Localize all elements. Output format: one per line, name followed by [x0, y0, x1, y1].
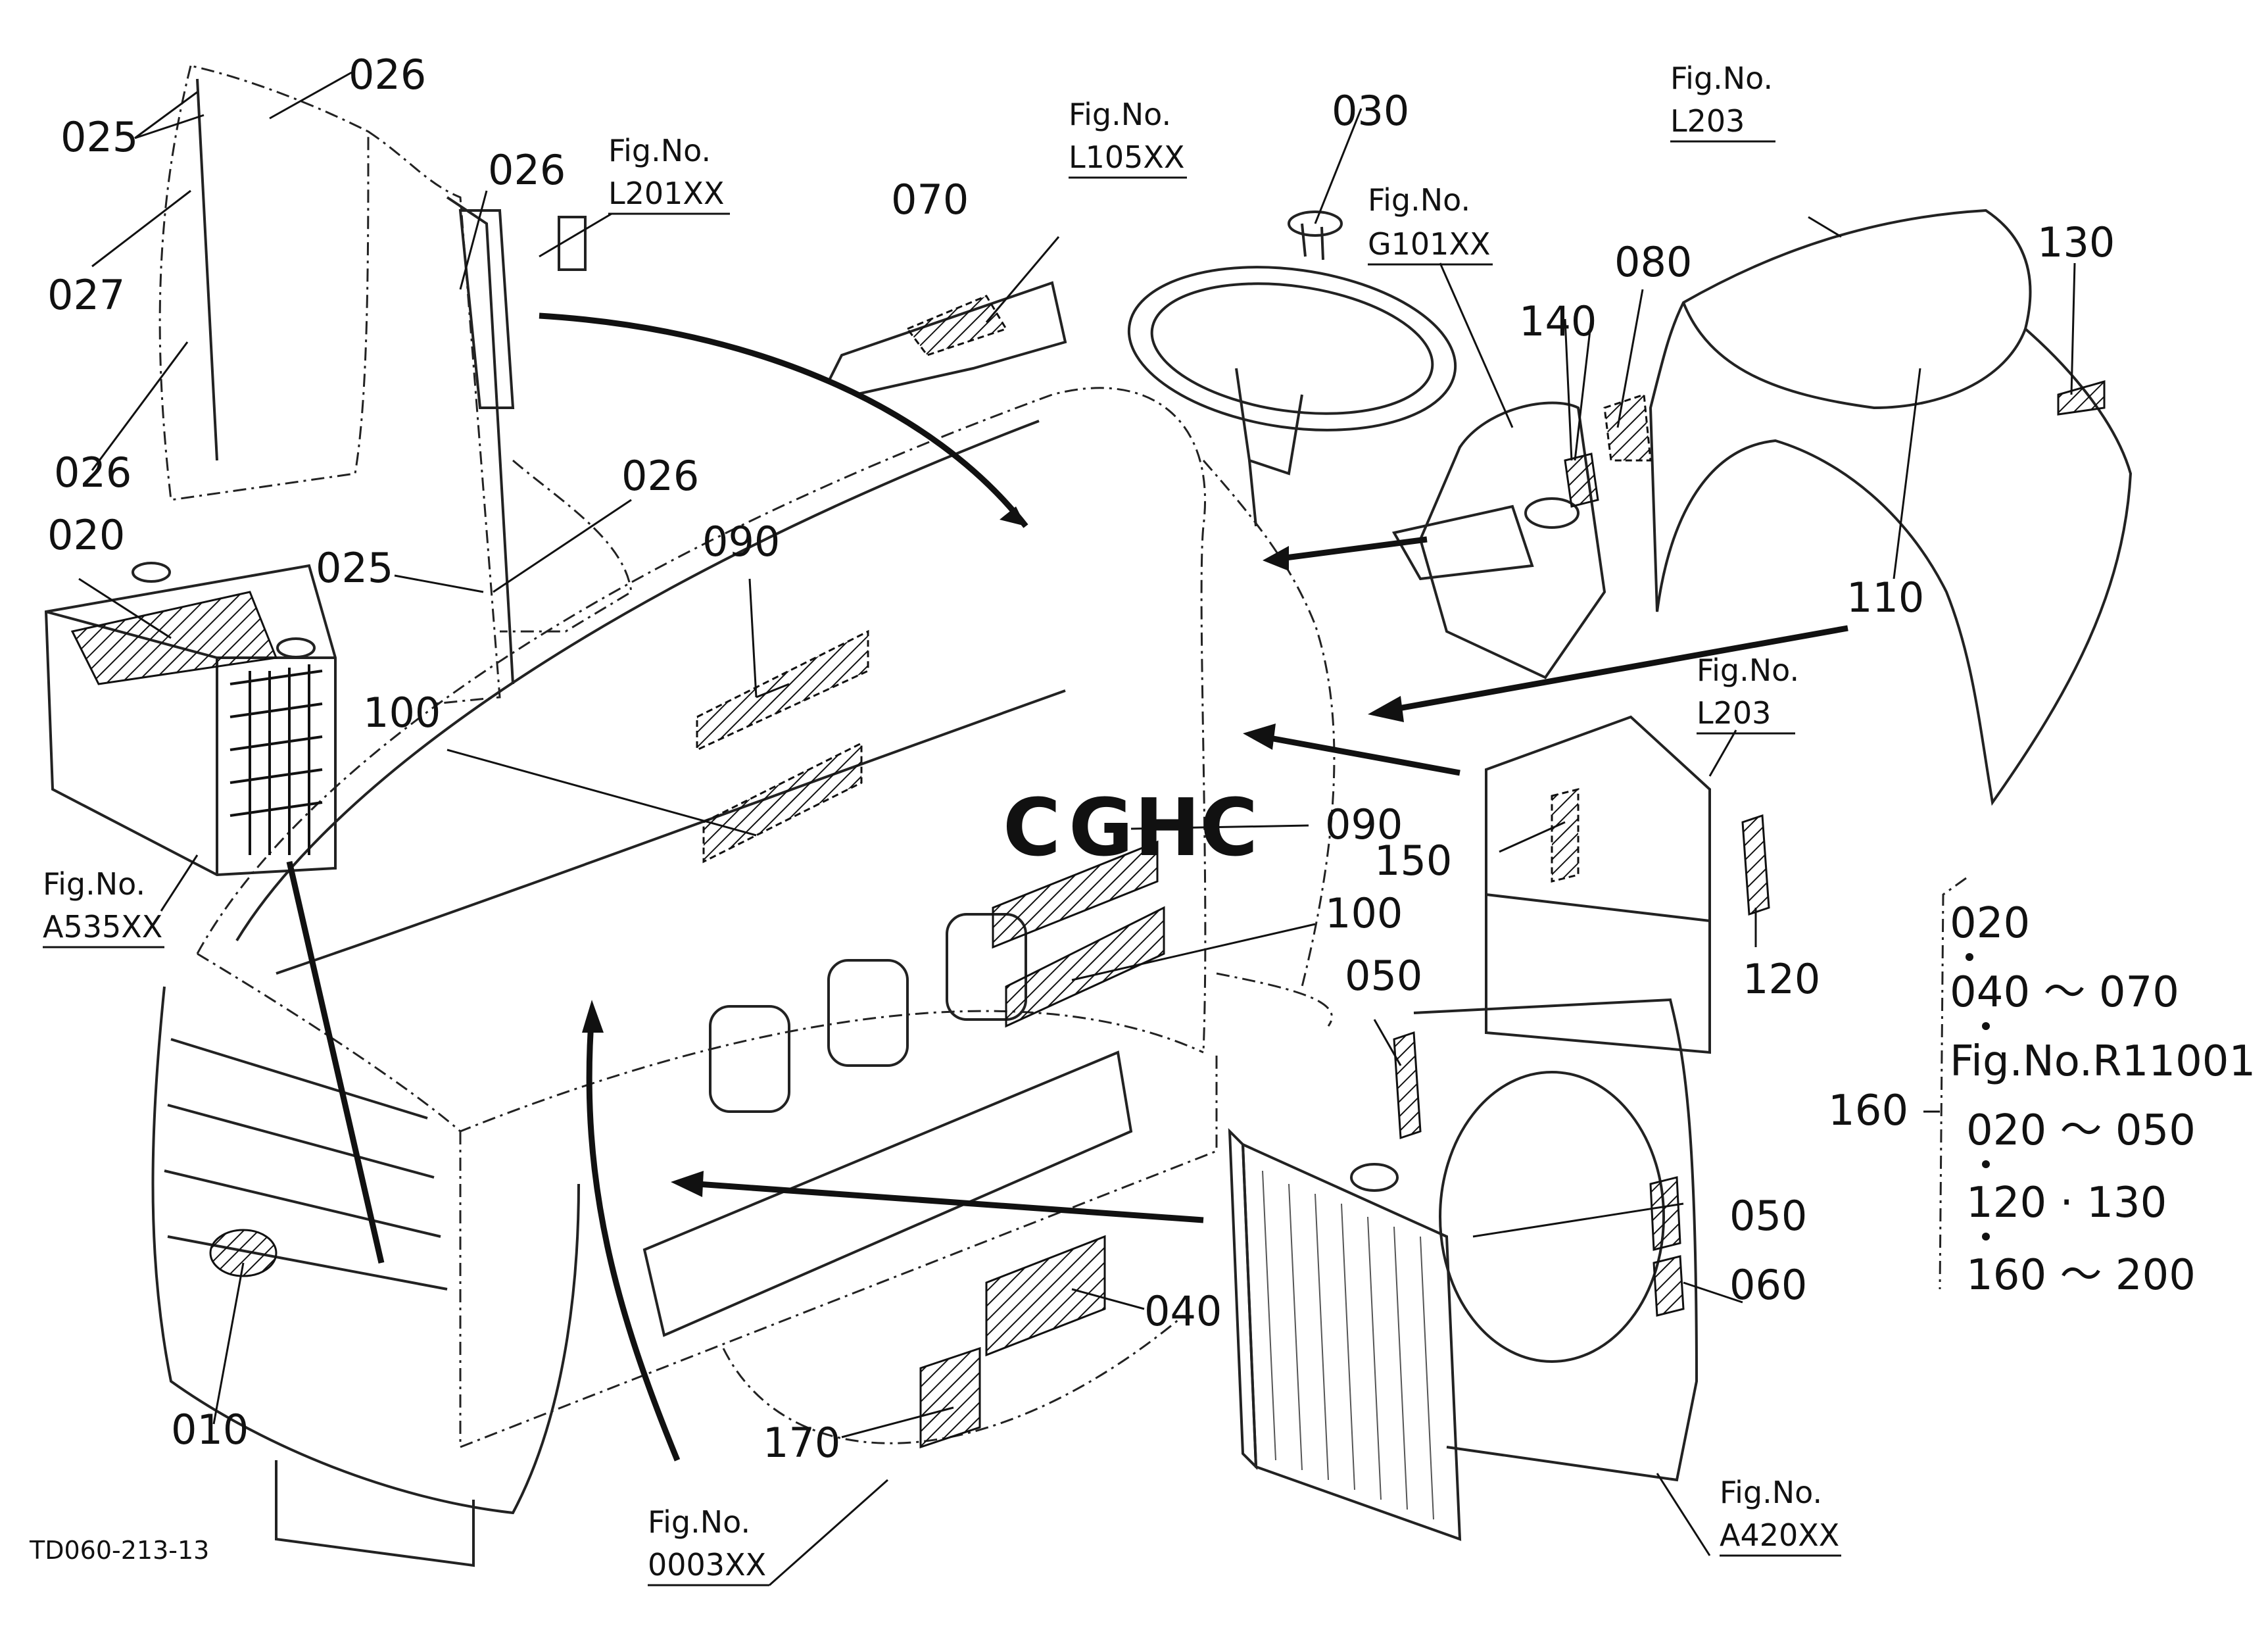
fig-ref-prefix: Fig.No. [608, 133, 711, 168]
fig-ref-number: 0003XX [648, 1547, 766, 1583]
figure-reference-underlines [43, 140, 1841, 1586]
fig-ref-l201: Fig.No. L201XX [608, 133, 724, 211]
part-label: 110 [1846, 574, 1924, 622]
kit-note-line: 120 · 130 [1966, 1179, 2167, 1227]
fig-ref-number: L203 [1697, 695, 1771, 731]
part-label: 120 [1743, 955, 1820, 1003]
fig-ref-g101: Fig.No. G101XX [1368, 182, 1490, 262]
part-labels: 025 026 027 026 026 026 025 020 070 030 … [47, 51, 2115, 1467]
fig-ref-number: L203 [1670, 103, 1745, 139]
fig-ref-prefix: Fig.No. [1697, 652, 1799, 688]
fig-ref-prefix: Fig.No. [1368, 182, 1470, 218]
fig-ref-number: A535XX [43, 909, 162, 945]
kit-note-line: 040 ～ 070 [1950, 968, 2179, 1017]
part-label: 090 [702, 518, 780, 566]
fig-ref-prefix: Fig.No. [43, 866, 145, 902]
battery [44, 562, 337, 877]
assembly-arrows [286, 312, 1848, 1462]
kit-note-160: 160 020 040 ～ 070 Fig.No.R11001 020 ～ 05… [1828, 877, 2256, 1300]
floor-mat-070 [827, 281, 1067, 397]
fig-ref-number: L105XX [1069, 139, 1184, 175]
part-label: 090 [1325, 800, 1403, 848]
watermark-letter: G [1069, 783, 1134, 874]
figure-references: Fig.No. L201XX Fig.No. L105XX Fig.No. G1… [43, 61, 1839, 1583]
fig-ref-a535: Fig.No. A535XX [43, 866, 162, 945]
steering-wheel [1127, 210, 1457, 527]
part-label: 027 [47, 271, 125, 319]
part-label: 020 [47, 511, 125, 559]
part-label: 040 [1144, 1287, 1222, 1335]
kit-note-line: 020 ～ 050 [1966, 1106, 2196, 1155]
part-label: 100 [363, 689, 441, 737]
leader-lines [78, 71, 2076, 1586]
kit-note-line: Fig.No.R11001 [1950, 1037, 2256, 1086]
part-label: 026 [54, 449, 132, 497]
part-label: 100 [1325, 889, 1403, 937]
fig-ref-0003: Fig.No. 0003XX [648, 1504, 766, 1583]
part-label: 170 [763, 1419, 840, 1467]
watermark-letter: C [1200, 783, 1258, 874]
fig-ref-number: G101XX [1368, 226, 1490, 262]
drawing-code: TD060-213-13 [29, 1536, 209, 1565]
fuel-tank [1391, 401, 1606, 679]
kit-note-line: 020 [1950, 899, 2030, 948]
radiator [1228, 998, 1699, 1541]
part-label: 070 [891, 176, 969, 224]
part-label: 050 [1729, 1192, 1807, 1240]
part-label: 010 [171, 1406, 249, 1454]
fig-ref-prefix: Fig.No. [1670, 61, 1773, 96]
watermark-logo: C G H C [1003, 783, 1258, 874]
fig-ref-number: A420XX [1720, 1517, 1839, 1553]
part-label: 150 [1374, 837, 1452, 885]
part-label: 025 [316, 544, 393, 592]
left-side-panel [158, 64, 633, 705]
watermark-letter: H [1134, 783, 1200, 874]
part-label: 050 [1345, 952, 1422, 1000]
part-label: 060 [1729, 1261, 1807, 1309]
part-label: 080 [1614, 238, 1692, 286]
fig-ref-l105: Fig.No. L105XX [1069, 97, 1184, 175]
fig-ref-prefix: Fig.No. [1069, 97, 1171, 132]
fig-ref-prefix: Fig.No. [1720, 1475, 1822, 1510]
fig-ref-a420: Fig.No. A420XX [1720, 1475, 1839, 1553]
seat-support-panel [1485, 715, 1770, 1054]
part-label: 025 [60, 113, 138, 161]
part-label: 030 [1332, 87, 1409, 135]
kit-note-label: 160 [1828, 1087, 1908, 1135]
part-label: 026 [349, 51, 426, 99]
part-label: 130 [2037, 218, 2115, 266]
watermark-letter: C [1003, 783, 1061, 874]
rear-fender [1603, 209, 2133, 806]
fig-ref-l203-top: Fig.No. L203 [1670, 61, 1773, 139]
part-label: 026 [621, 452, 699, 500]
fig-ref-l203-middle: Fig.No. L203 [1697, 652, 1799, 731]
fig-ref-number: L201XX [608, 176, 724, 211]
part-label: 140 [1519, 297, 1597, 345]
fig-ref-prefix: Fig.No. [648, 1504, 750, 1540]
kit-note-line: 160 ～ 200 [1966, 1251, 2196, 1300]
part-label: 026 [488, 146, 566, 194]
